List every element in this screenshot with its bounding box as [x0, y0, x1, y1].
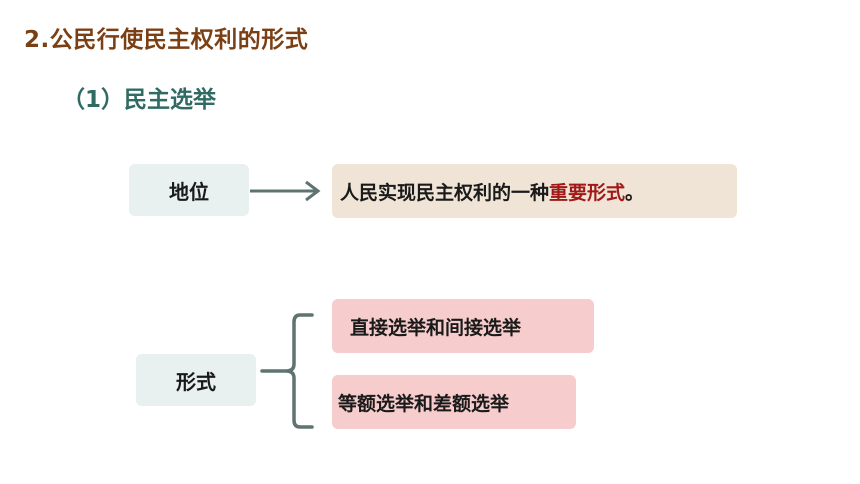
status-text-prefix: 人民实现民主权利的一种 — [340, 181, 550, 204]
status-arrow-icon — [250, 180, 321, 202]
form-item-box: 等额选举和差额选举 — [332, 375, 576, 429]
form-item-box: 直接选举和间接选举 — [332, 299, 594, 353]
section-subtitle: （1）民主选举 — [62, 87, 217, 113]
status-description-box: 人民实现民主权利的一种重要形式。 — [332, 164, 737, 218]
forms-brace-icon — [260, 313, 314, 429]
status-text-emphasis: 重要形式 — [549, 181, 626, 204]
form-item-text: 直接选举和间接选举 — [350, 316, 522, 339]
status-label-box: 地位 — [129, 164, 249, 216]
status-text-suffix: 。 — [625, 181, 645, 204]
forms-label-box: 形式 — [136, 354, 256, 406]
status-label: 地位 — [169, 179, 209, 204]
form-item-text: 等额选举和差额选举 — [338, 392, 510, 415]
slide-title: 2.公民行使民主权利的形式 — [24, 27, 309, 53]
forms-label: 形式 — [176, 369, 216, 394]
